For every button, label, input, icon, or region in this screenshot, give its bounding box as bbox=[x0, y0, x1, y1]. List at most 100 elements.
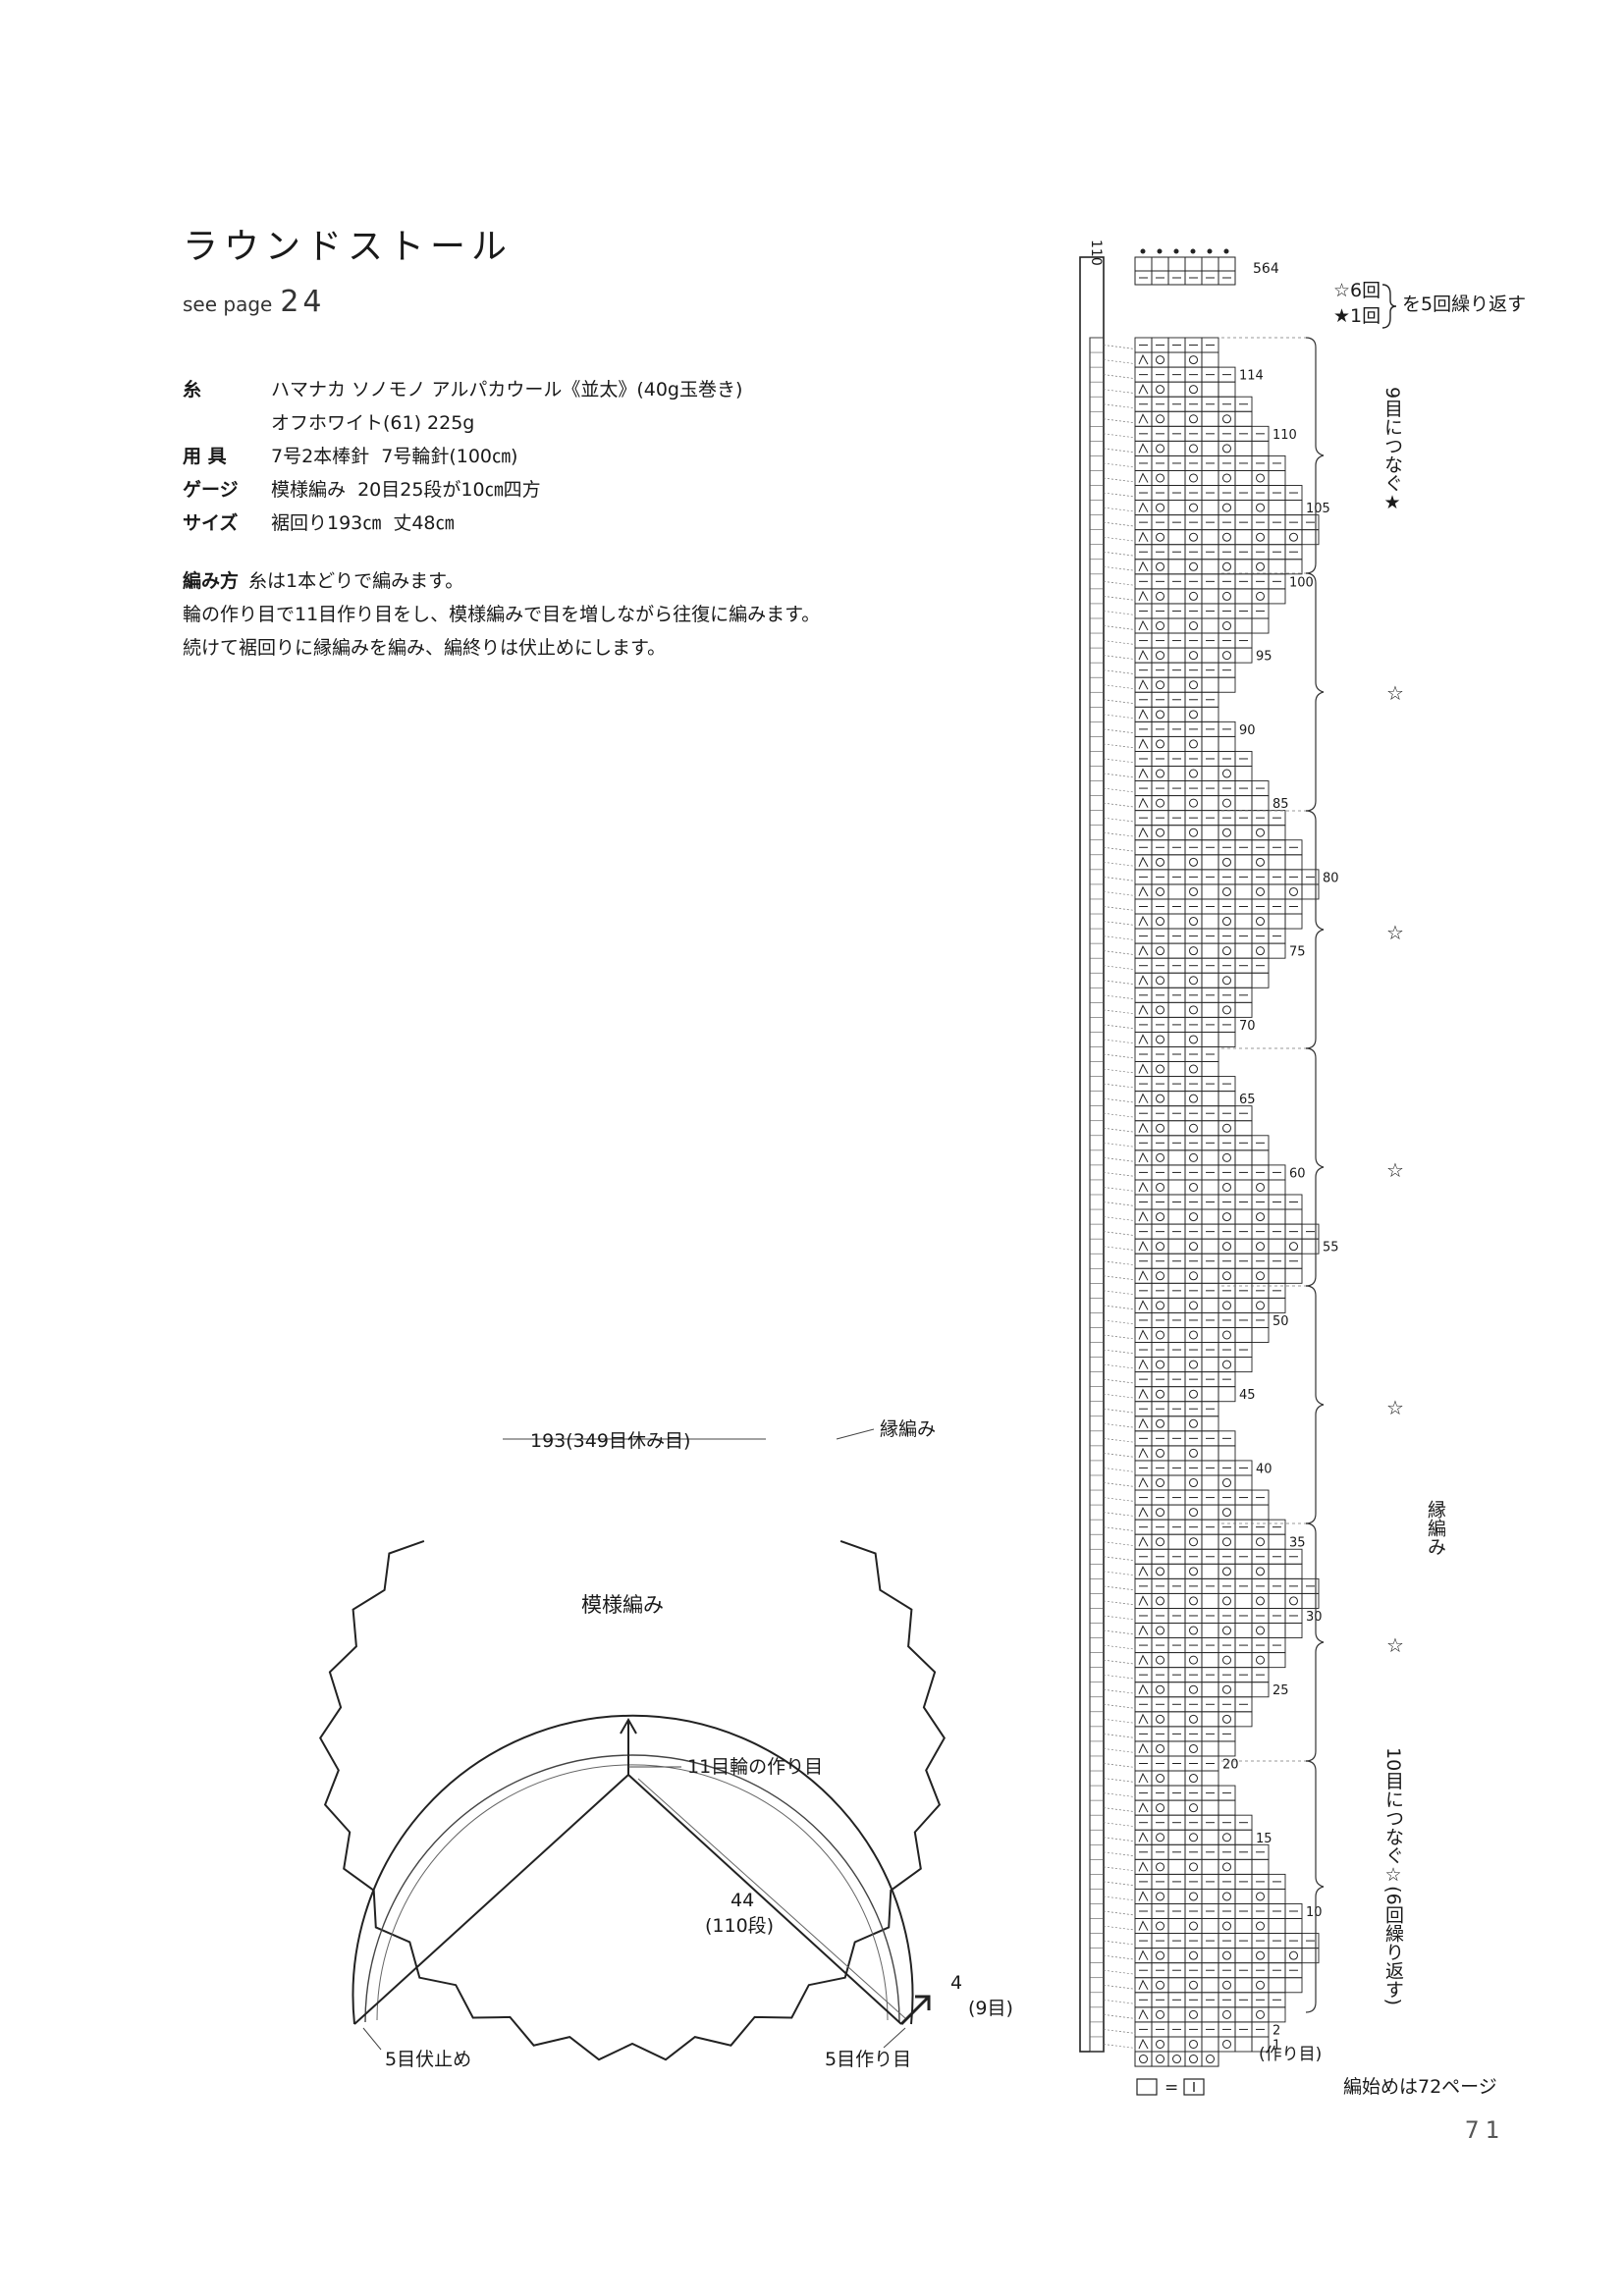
chart-cell bbox=[1134, 662, 1153, 678]
chart-cell bbox=[1167, 1918, 1186, 1935]
yarn-over-mark bbox=[1256, 946, 1265, 956]
chart-cell bbox=[1167, 1933, 1186, 1949]
chart-cell bbox=[1218, 1474, 1236, 1491]
chart-cell bbox=[1301, 1592, 1320, 1609]
chart-cell bbox=[1134, 500, 1153, 516]
chart-cell bbox=[1218, 1903, 1236, 1919]
yarn-over-mark bbox=[1156, 1684, 1164, 1694]
repeat-brace bbox=[1305, 337, 1325, 574]
yarn-over-mark bbox=[1222, 414, 1231, 424]
chart-cell bbox=[1201, 1401, 1219, 1417]
chart-cell bbox=[1201, 676, 1219, 693]
chart-cell bbox=[1184, 1194, 1203, 1210]
chart-cell bbox=[1284, 1548, 1303, 1565]
row-number: 70 bbox=[1239, 1019, 1256, 1034]
chart-cell bbox=[1251, 1843, 1270, 1860]
chart-cell bbox=[1184, 928, 1203, 944]
chart-cell bbox=[1251, 1208, 1270, 1225]
chart-cell bbox=[1184, 1489, 1203, 1506]
top-block-cell bbox=[1184, 256, 1203, 272]
chart-cell bbox=[1167, 1637, 1186, 1654]
chart-cell bbox=[1301, 869, 1320, 885]
chart-cell bbox=[1251, 544, 1270, 561]
chart-cell bbox=[1251, 957, 1270, 974]
pattern-label: 模様編み bbox=[581, 1593, 664, 1617]
chart-cell bbox=[1134, 1563, 1153, 1579]
yarn-over-mark bbox=[1189, 1508, 1198, 1518]
chart-cell bbox=[1268, 1652, 1286, 1669]
chart-cell bbox=[1167, 1948, 1186, 1964]
chart-cell bbox=[1134, 735, 1153, 752]
yarn-over-mark bbox=[1222, 798, 1231, 808]
slip-line bbox=[1103, 684, 1136, 690]
top-block-cell bbox=[1167, 270, 1186, 286]
chart-cell bbox=[1134, 1519, 1153, 1535]
chart-cell bbox=[1201, 1091, 1219, 1107]
row-number: 50 bbox=[1272, 1314, 1289, 1329]
chart-cell bbox=[1218, 1977, 1236, 1994]
chart-cell bbox=[1234, 1962, 1253, 1979]
yarn-over-mark bbox=[1156, 1803, 1164, 1813]
yarn-over-mark bbox=[1156, 444, 1164, 454]
yarn-over-mark bbox=[1222, 503, 1231, 512]
chart-cell bbox=[1167, 1563, 1186, 1579]
decrease-mark bbox=[1138, 1300, 1149, 1310]
chart-cell bbox=[1218, 810, 1236, 827]
slip-line bbox=[1103, 1172, 1136, 1177]
chart-cell bbox=[1234, 766, 1253, 782]
chart-cell bbox=[1134, 1504, 1153, 1521]
slip-line bbox=[1103, 1216, 1136, 1221]
chart-cell bbox=[1151, 1076, 1169, 1093]
chart-cell bbox=[1201, 337, 1219, 353]
chart-cell bbox=[1134, 617, 1153, 634]
chart-cell bbox=[1234, 1105, 1253, 1122]
chart-cell bbox=[1218, 1179, 1236, 1196]
decrease-mark bbox=[1138, 1595, 1149, 1606]
chart-cell bbox=[1151, 1371, 1169, 1388]
chart-cell bbox=[1134, 1696, 1153, 1713]
decrease-mark bbox=[1138, 1034, 1149, 1044]
length-label: 44 bbox=[731, 1890, 754, 1911]
chart-cell bbox=[1201, 440, 1219, 456]
yarn-over-mark bbox=[1189, 710, 1198, 720]
decrease-mark bbox=[1138, 1566, 1149, 1576]
chart-cell bbox=[1134, 854, 1153, 871]
slip-line bbox=[1103, 846, 1136, 852]
repeat-brace bbox=[1305, 1047, 1325, 1287]
slip-line bbox=[1103, 1097, 1136, 1103]
chart-cell bbox=[1234, 1297, 1253, 1313]
chart-cell bbox=[1218, 942, 1236, 959]
chart-cell bbox=[1134, 1223, 1153, 1240]
yarn-over-mark bbox=[1289, 1950, 1298, 1960]
row-number: 80 bbox=[1323, 871, 1339, 885]
yarn-over-mark bbox=[1222, 1005, 1231, 1015]
slip-line bbox=[1103, 669, 1136, 675]
chart-cell bbox=[1151, 1637, 1169, 1654]
chart-cell bbox=[1251, 1637, 1270, 1654]
chart-cell bbox=[1167, 825, 1186, 841]
chart-cell bbox=[1134, 1120, 1153, 1137]
spec-label: ゲージ bbox=[183, 479, 239, 501]
chart-cell bbox=[1167, 1430, 1186, 1447]
instructions-first: 糸は1本どりで編みます。 bbox=[248, 570, 464, 592]
border-label: 縁編み bbox=[880, 1418, 936, 1440]
chart-cell bbox=[1268, 559, 1286, 575]
chart-cell bbox=[1167, 1460, 1186, 1476]
chart-cell bbox=[1234, 1992, 1253, 2008]
chart-cell bbox=[1251, 1223, 1270, 1240]
yarn-over-mark bbox=[1156, 946, 1164, 956]
chart-cell bbox=[1218, 1962, 1236, 1979]
yarn-over-mark bbox=[1156, 1212, 1164, 1222]
chart-cell bbox=[1234, 1460, 1253, 1476]
chart-cell bbox=[1201, 366, 1219, 383]
chart-cell bbox=[1184, 869, 1203, 885]
chart-cell bbox=[1134, 1711, 1153, 1728]
chart-cell bbox=[1201, 1592, 1219, 1609]
chart-cell bbox=[1251, 825, 1270, 841]
chart-cell bbox=[1234, 1533, 1253, 1550]
yarn-over-mark bbox=[1222, 1212, 1231, 1222]
chart-cell bbox=[1218, 632, 1236, 649]
decrease-mark bbox=[1138, 590, 1149, 602]
chart-cell bbox=[1151, 957, 1169, 974]
chart-cell bbox=[1251, 2021, 1270, 2038]
